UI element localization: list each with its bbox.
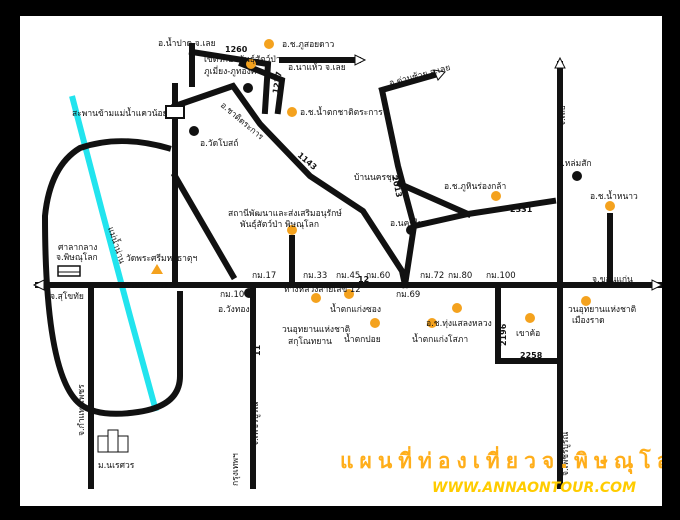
bridge-icon: [165, 105, 185, 119]
dir-bottom-mid: จ.เพชรบูรณ์: [250, 402, 261, 446]
place-kaeng-song: น้ำตกแก่งซอง: [330, 303, 381, 315]
road-branch: [396, 180, 472, 218]
arrow-top-mid: [433, 69, 446, 81]
place-khao-kho-forest2: เมืองราด: [572, 315, 605, 326]
place-kaeng-sopha: น้ำตกแก่งโสภา: [412, 333, 468, 345]
direction-arrows: [32, 54, 662, 291]
marker-phu-soi-dao: [264, 39, 274, 49]
marker-poi-fall: [370, 318, 380, 328]
marker-sakunothayan: [311, 293, 321, 303]
tourist-map: 1260 1237 1143 2013 2331 12 11 2196 2258…: [32, 37, 662, 496]
place-lomsak: อ.หล่มสัก: [557, 159, 592, 169]
label-1237: 1237: [271, 71, 284, 94]
place-bridge: สะพานข้ามแม่น้ำแควน้อย: [72, 107, 168, 119]
dot-wang-thong: [244, 288, 254, 298]
label-1260: 1260: [225, 45, 248, 54]
place-sakuno: วนอุทยานแห่งชาติ: [282, 325, 350, 335]
place-wildlife2: พันธุ์สัตว์ป่า พิษณุโลก: [240, 219, 319, 230]
marker-kaeng-sopha: [427, 318, 437, 328]
arrow-right: [651, 279, 662, 291]
dir-top-left: อ.น้ำปาด จ.เลย: [158, 37, 216, 49]
place-nam-nao: อ.ช.น้ำหนาว: [590, 190, 638, 202]
label-2196: 2196: [499, 323, 508, 346]
label-11: 11: [253, 344, 262, 356]
km-45: กม.45: [336, 271, 360, 281]
place-wat-yai: วัดพระศรีมหาธาตุฯ: [126, 253, 197, 264]
km-10: กม.10: [220, 290, 244, 300]
dir-nahaeo: อ.นาแห้ว จ.เลย: [288, 62, 346, 73]
place-city-hall2: จ.พิษณุโลก: [56, 252, 98, 263]
road-2196: [495, 282, 563, 364]
place-wildlife: สถานีพัฒนาและส่งเสริมอนุรักษ์: [228, 208, 342, 219]
marker-thung-salaeng: [452, 303, 462, 313]
road-1143: [171, 82, 409, 289]
km-17: กม.17: [252, 271, 276, 281]
university-icon: [97, 429, 129, 453]
map-title: แผนที่ท่องเที่ยวจ.พิษณุโลก: [340, 445, 662, 475]
place-hwy12: ทางหลวงสายเลข 12: [284, 285, 361, 295]
arrow-left: [32, 279, 45, 291]
marker-mueang-rat: [581, 296, 591, 306]
dir-bottom-mid2: กรุงเทพฯ: [231, 453, 241, 486]
place-chat-forest: เขตรักษาพันธุ์สัตว์ป่า: [204, 54, 281, 65]
label-12: 12: [358, 275, 369, 284]
place-phu-hin: อ.ช.ภูหินร่องกล้า: [444, 181, 506, 192]
website-url: WWW.ANNAONTOUR.COM: [432, 480, 636, 496]
label-2331: 2331: [510, 205, 533, 214]
place-sakuno2: สกุโณทยาน: [288, 336, 332, 347]
place-chat-fall: อ.ช.น้ำตกชาติตระการ: [300, 106, 383, 118]
place-khao-kho: เขาค้อ: [516, 328, 540, 339]
road-2013: [378, 71, 439, 289]
arrow-top-right: [354, 54, 367, 66]
road-1237: [238, 60, 286, 115]
place-poi-fall: น้ำตกปอย: [344, 333, 381, 345]
marker-khao-kho: [525, 313, 535, 323]
road-1260: [188, 48, 272, 115]
km-33: กม.33: [303, 271, 327, 281]
marker-wildlife: [287, 225, 297, 235]
marker-chat-forest: [246, 59, 256, 69]
marker-chat-fall: [287, 107, 297, 117]
dir-lomsak: จ.เลย: [558, 105, 568, 126]
marker-nam-nao: [605, 201, 615, 211]
place-wang-thong: อ.วังทอง: [218, 305, 250, 315]
place-sapan-nan: สะพานนเรศวร: [114, 281, 168, 291]
nan-river: [69, 95, 159, 412]
city-hall-icon: [57, 265, 81, 277]
dot-wat-bot: [189, 126, 199, 136]
km-80: กม.80: [448, 271, 472, 281]
km-72: กม.72: [420, 271, 444, 281]
km-60: กม.60: [366, 271, 390, 281]
dir-right: จ.ขอนแก่น: [592, 275, 633, 285]
km-100: กม.100: [486, 271, 516, 281]
place-nakhon-thai: อ.นครไทย: [390, 218, 429, 229]
place-phu-soi-dao: อ.ช.ภูสอยดาว: [282, 40, 334, 50]
place-city-hall: ศาลากลาง: [58, 243, 97, 253]
road-badges: 1260 1237 1143 2013 2331 12 11 2196 2258: [225, 45, 543, 360]
dir-bottom-left: จ.กำแพงเพชร: [77, 384, 87, 436]
place-naresuan: ม.นเรศวร: [98, 461, 135, 471]
place-phu-miang: ภูเมี่ยง-ภูทองคำ: [204, 65, 261, 77]
dot-chat-trakan: [243, 83, 253, 93]
dir-left: จ.สุโขทัย: [50, 291, 84, 302]
dot-nakhon-thai: [406, 225, 416, 235]
place-nakhon-chum: บ้านนครชุม: [354, 172, 397, 183]
road-wang: [170, 171, 238, 281]
place-wat-bot: อ.วัดโบสถ์: [200, 138, 238, 149]
marker-phu-hin: [491, 191, 501, 201]
map-panel: 1260 1237 1143 2013 2331 12 11 2196 2258…: [20, 16, 662, 506]
dir-phetchabun: จ.เพชรบูรณ์: [560, 432, 571, 476]
place-khao-kho-forest: วนอุทยานแห่งชาติ: [568, 305, 636, 315]
arrow-lomsak: [554, 56, 566, 69]
dot-lomsak: [572, 171, 582, 181]
place-thung-salaeng: อ.ช.ทุ่งแสลงหลวง: [426, 319, 492, 329]
km-69: กม.69: [396, 290, 420, 300]
label-2258: 2258: [520, 351, 543, 360]
ring-road: [41, 138, 183, 417]
marker-kaeng-song: [344, 289, 354, 299]
temple-icon: [151, 264, 163, 274]
